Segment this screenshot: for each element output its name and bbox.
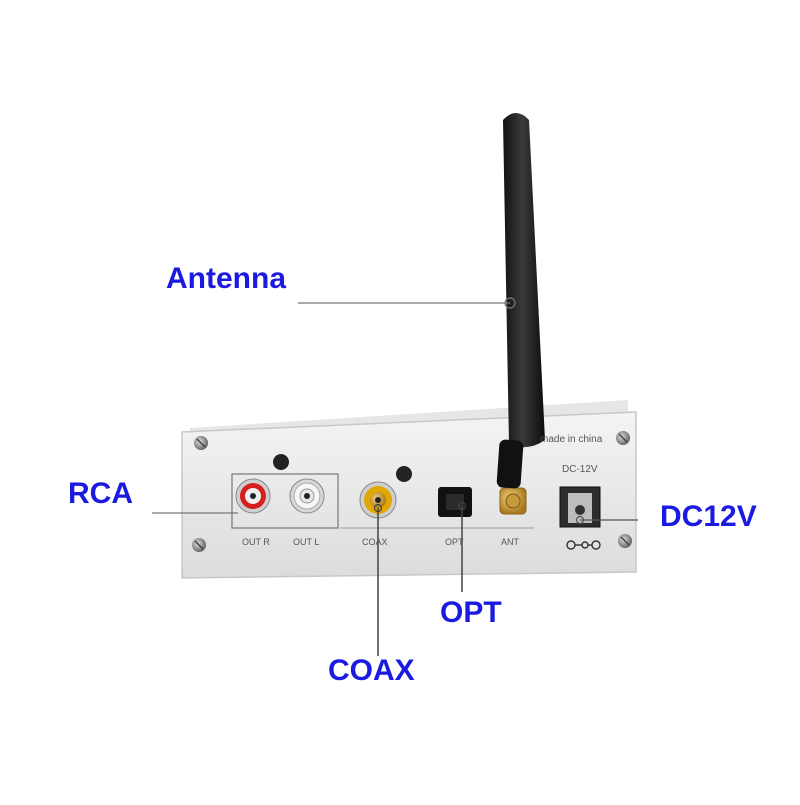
rca-group-frame (231, 473, 339, 529)
screw-icon (273, 454, 289, 470)
ant-panel-label: ANT (501, 537, 520, 547)
out-l-panel-label: OUT L (293, 537, 319, 547)
out-r-panel-label: OUT R (242, 537, 270, 547)
dc-12v-panel-label: DC-12V (562, 464, 598, 475)
opt-callout-label: OPT (440, 596, 502, 629)
polarity-symbol-icon (566, 540, 601, 550)
antenna-callout-label: Antenna (166, 262, 286, 295)
dc-power-jack-icon (559, 486, 601, 528)
screw-icon (618, 534, 632, 548)
made-in-label: made in china (540, 434, 603, 445)
screw-icon (194, 436, 208, 450)
screw-icon (616, 431, 630, 445)
coax-jack-icon (359, 481, 397, 519)
rca-callout-label: RCA (68, 477, 133, 510)
opt-panel-label: OPT (445, 537, 464, 547)
rca-out-r-jack-icon (235, 478, 271, 514)
rca-out-l-jack-icon (289, 478, 325, 514)
optical-port-icon (438, 487, 472, 517)
antenna-connector-icon (499, 487, 527, 515)
antenna-icon (503, 113, 545, 448)
coax-panel-label: COAX (362, 537, 388, 547)
screw-icon (192, 538, 206, 552)
screw-icon (396, 466, 412, 482)
dc12v-callout-label: DC12V (660, 500, 757, 533)
coax-callout-label: COAX (328, 654, 415, 687)
